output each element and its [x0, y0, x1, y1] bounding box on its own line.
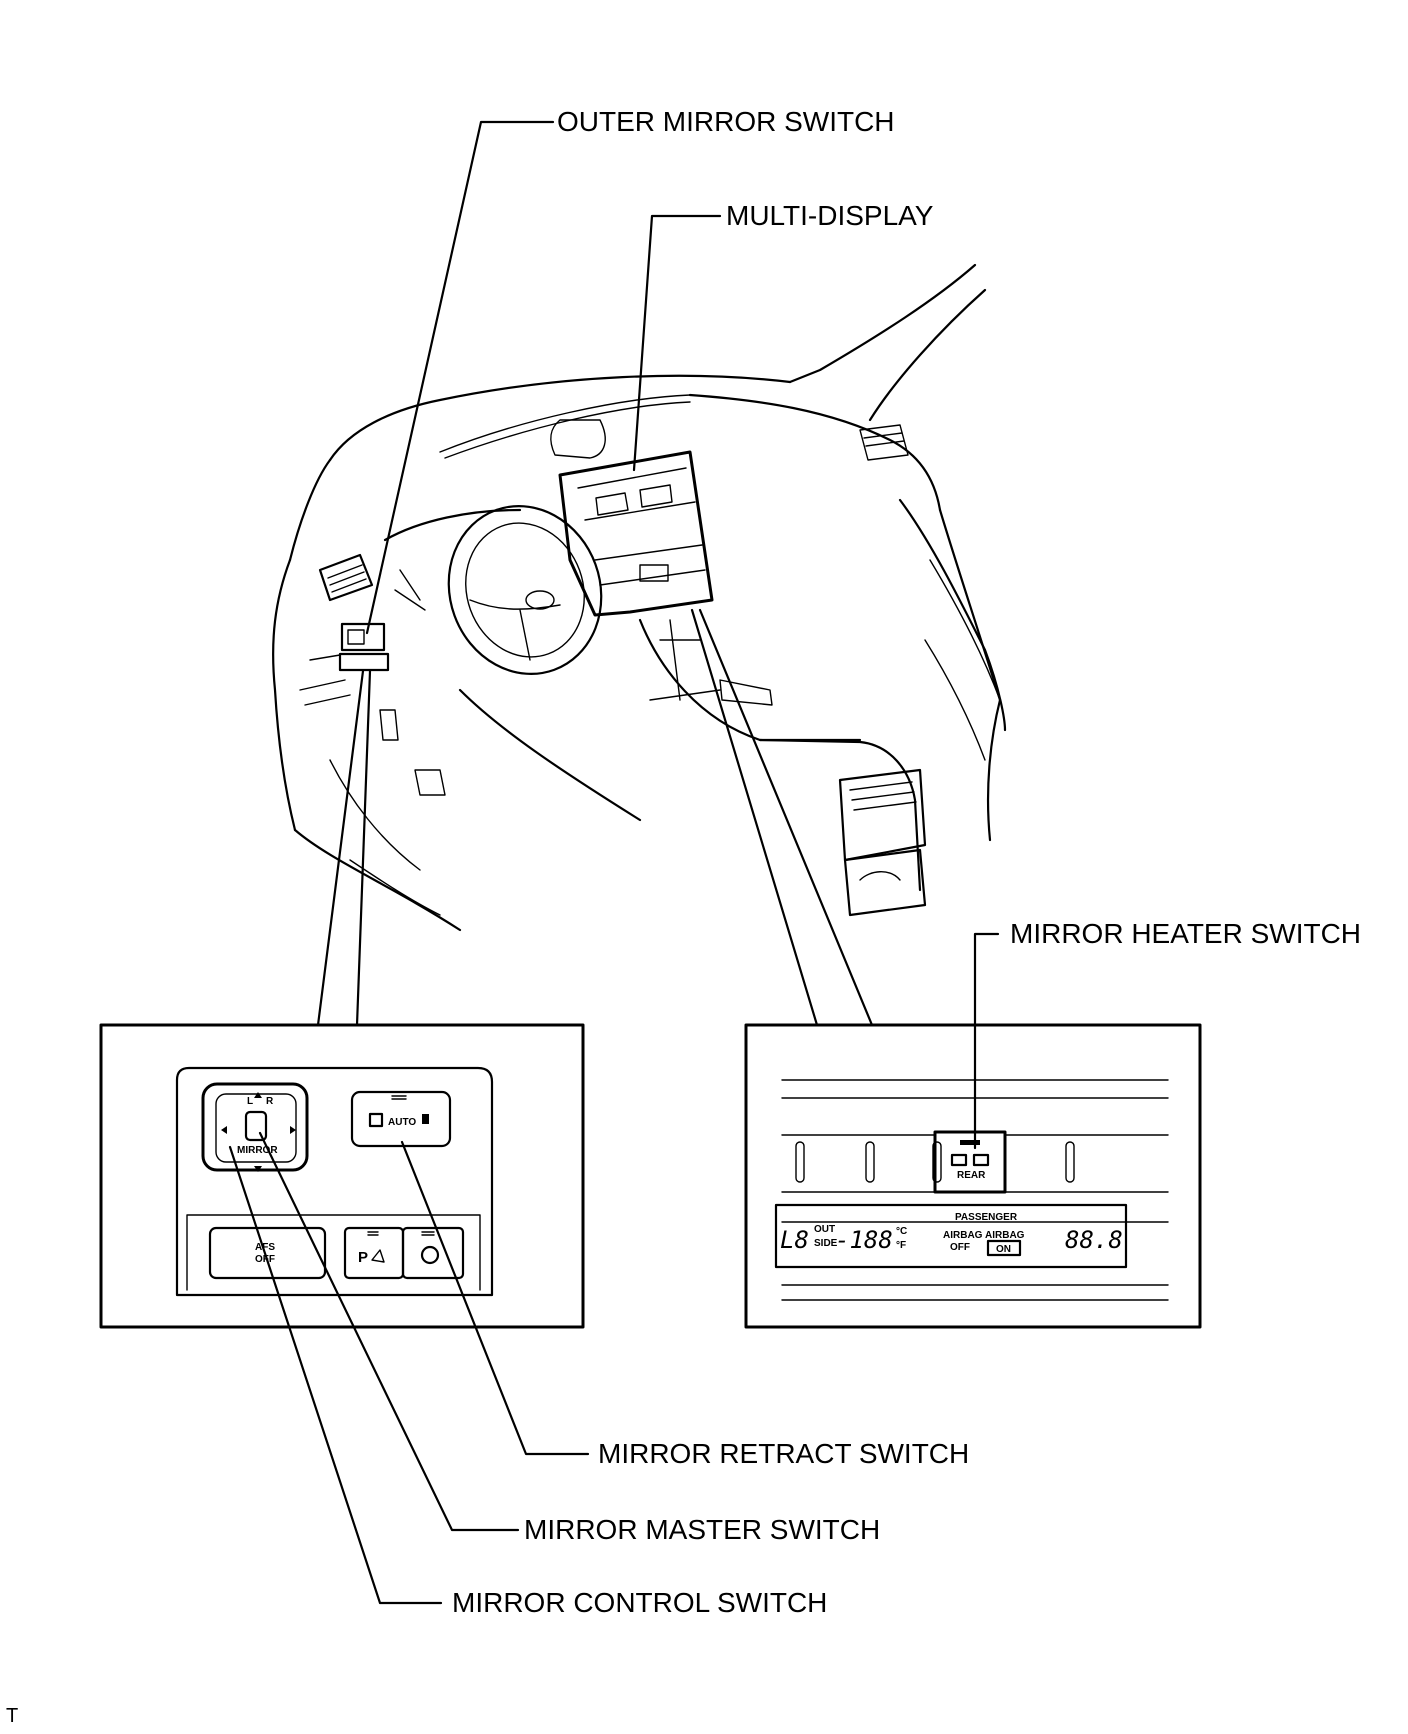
mirror-retract-switch-label: MIRROR RETRACT SWITCH — [598, 1438, 969, 1469]
out-label: OUT — [814, 1224, 835, 1235]
arrow-left-icon — [221, 1126, 227, 1134]
leader-lines — [228, 120, 1000, 1605]
mirror-label: MIRROR — [237, 1145, 278, 1156]
indicator-lamp — [960, 1140, 980, 1145]
airbag-on-label-2: ON — [996, 1244, 1011, 1255]
outer-mirror-switch-label: OUTER MIRROR SWITCH — [557, 106, 895, 137]
switch-detail-panel: L R MIRROR AUTO AFS OFF P — [99, 1023, 585, 1329]
mirror-control-switch-knob[interactable] — [201, 1082, 309, 1172]
auto-label: AUTO — [388, 1117, 416, 1128]
mirror-heater-switch-button[interactable] — [933, 1130, 1007, 1194]
right-letter: R — [266, 1096, 274, 1107]
rear-label: REAR — [957, 1170, 986, 1181]
corner-mark: T — [6, 1705, 18, 1727]
camera-icon — [420, 1245, 440, 1265]
display-detail-panel: REAR L8 OUT SIDE -188 °C °F PASSENGER AI… — [744, 1023, 1202, 1329]
multi-display-label: MULTI-DISPLAY — [726, 200, 934, 231]
dashboard-illustration — [272, 263, 1007, 932]
parking-label: P — [358, 1249, 368, 1266]
airbag-off-label-2: OFF — [950, 1242, 970, 1253]
celsius-label: °C — [896, 1226, 907, 1237]
left-letter: L — [247, 1096, 253, 1107]
passenger-label: PASSENGER — [955, 1212, 1018, 1223]
mirror-retract-switch-button[interactable] — [350, 1090, 452, 1148]
lcd-display — [774, 1203, 1128, 1269]
rear-defogger-icon — [950, 1153, 968, 1167]
seg-left: L8 — [780, 1226, 809, 1254]
side-label: SIDE — [814, 1238, 838, 1249]
fahrenheit-label: °F — [896, 1240, 906, 1251]
mirror-heater-switch-label: MIRROR HEATER SWITCH — [1010, 918, 1361, 949]
airbag-on-label-1: AIRBAG — [985, 1230, 1025, 1241]
afs-label-2: OFF — [255, 1254, 275, 1265]
arrow-up-icon — [254, 1092, 262, 1098]
mirror-master-switch-label: MIRROR MASTER SWITCH — [524, 1514, 880, 1545]
camera-button[interactable] — [401, 1226, 465, 1280]
mirror-fold-icon — [368, 1112, 384, 1128]
mirror-master-switch-knob[interactable] — [244, 1110, 268, 1142]
arrow-down-icon — [254, 1166, 262, 1172]
mirror-control-switch-label: MIRROR CONTROL SWITCH — [452, 1587, 827, 1618]
mirror-heater-icon — [972, 1153, 990, 1167]
afs-label-1: AFS — [255, 1242, 275, 1253]
arrow-right-icon — [290, 1126, 296, 1134]
afs-off-button[interactable] — [208, 1226, 327, 1280]
mirror-unfold-icon — [422, 1114, 429, 1124]
seg-right: 88.8 — [1065, 1226, 1123, 1254]
airbag-on-box — [986, 1239, 1022, 1257]
airbag-off-label-1: AIRBAG — [943, 1230, 983, 1241]
seg-temp: -188 — [835, 1226, 893, 1254]
